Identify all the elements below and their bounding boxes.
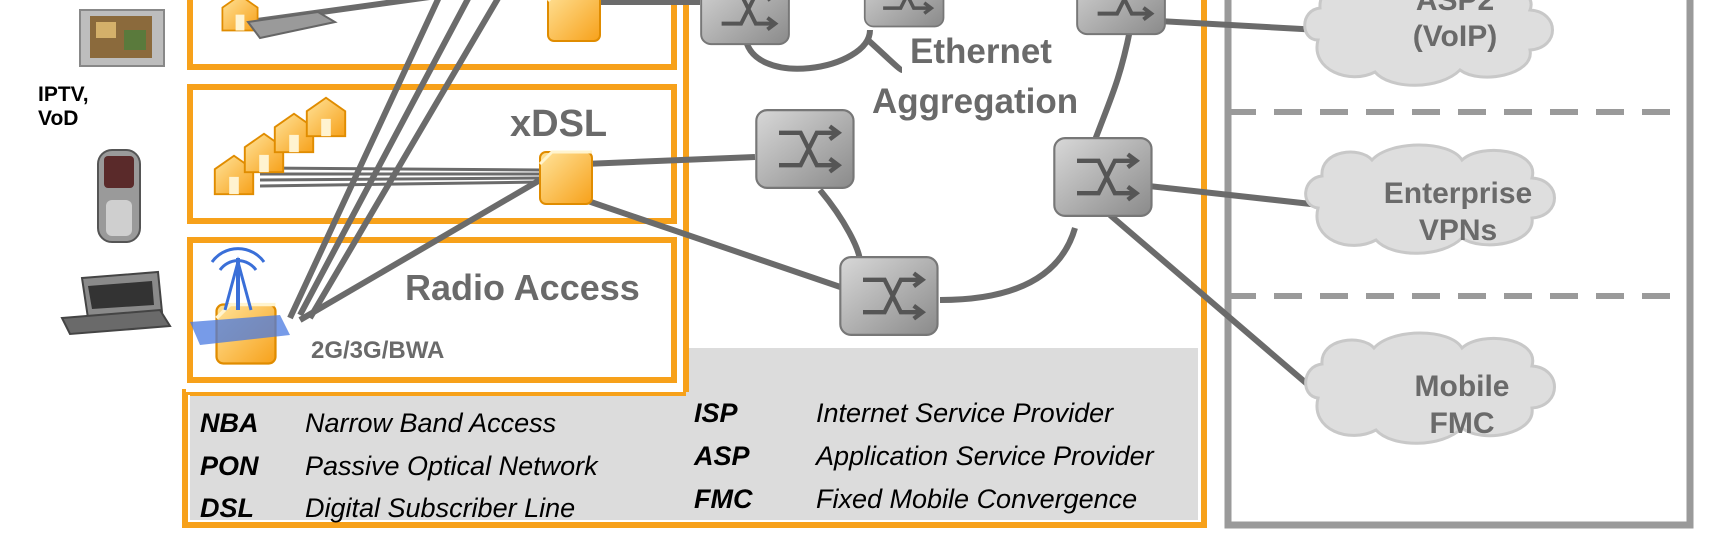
splitter-icon bbox=[246, 10, 338, 40]
legend-abbr: FMC bbox=[694, 484, 753, 514]
dslam-icon bbox=[538, 150, 594, 206]
olt-icon bbox=[546, 0, 602, 43]
switch-icon bbox=[701, 0, 789, 44]
iptv-label: IPTV, bbox=[38, 83, 89, 106]
ethernet-label: Ethernet bbox=[910, 32, 1052, 71]
cloud-asp2 bbox=[1303, 0, 1554, 87]
cloud-asp2-line1: ASP2 bbox=[1416, 0, 1494, 17]
vod-label: VoD bbox=[38, 107, 78, 130]
access-equipment bbox=[190, 0, 602, 366]
legend-definition: Passive Optical Network bbox=[305, 451, 599, 481]
legend-abbr: ASP bbox=[693, 441, 751, 471]
xdsl-box bbox=[187, 84, 677, 224]
legend-abbr: PON bbox=[200, 451, 259, 481]
dsl-lines bbox=[259, 166, 541, 188]
legend-abbr: DSL bbox=[200, 493, 254, 523]
cloud-enterprise-line2: VPNs bbox=[1419, 214, 1497, 247]
radio-access-label: Radio Access bbox=[405, 267, 640, 308]
cloud-mobile-line1: Mobile bbox=[1415, 370, 1510, 403]
connection-lines bbox=[249, 0, 1322, 398]
legend-abbr: ISP bbox=[694, 398, 739, 428]
cloud-mobile-line2: FMC bbox=[1430, 407, 1495, 440]
legend-definition: Internet Service Provider bbox=[816, 398, 1114, 428]
antenna-icon bbox=[190, 247, 290, 345]
mobile-phone-icon bbox=[97, 149, 141, 243]
switch-icon bbox=[862, 0, 946, 29]
end-devices bbox=[60, 9, 172, 336]
legend-definition: Digital Subscriber Line bbox=[305, 493, 575, 523]
aggregation-label: Aggregation bbox=[872, 82, 1078, 121]
switch-icon bbox=[756, 110, 853, 188]
switch-icon bbox=[1054, 138, 1151, 216]
tv-icon bbox=[79, 9, 165, 67]
laptop-icon bbox=[60, 270, 172, 336]
service-clouds bbox=[1303, 0, 1556, 445]
legend-definition: Application Service Provider bbox=[814, 441, 1155, 471]
house-icon bbox=[305, 96, 347, 138]
radio-tech-label: 2G/3G/BWA bbox=[311, 337, 444, 364]
cloud-enterprise-vpns bbox=[1304, 143, 1556, 255]
legend-definition: Fixed Mobile Convergence bbox=[816, 484, 1137, 514]
cloud-mobile-fmc bbox=[1304, 331, 1556, 445]
legend: NBA Narrow Band Access PON Passive Optic… bbox=[200, 398, 1155, 523]
cloud-enterprise-line1: Enterprise bbox=[1384, 177, 1532, 210]
xdsl-label: xDSL bbox=[510, 103, 607, 145]
service-column bbox=[1224, 0, 1694, 529]
cloud-asp2-line2: (VoIP) bbox=[1413, 20, 1497, 53]
legend-abbr: NBA bbox=[200, 408, 259, 438]
switch-icon bbox=[840, 257, 937, 335]
legend-definition: Narrow Band Access bbox=[305, 408, 556, 438]
switch-icon bbox=[1077, 0, 1165, 34]
